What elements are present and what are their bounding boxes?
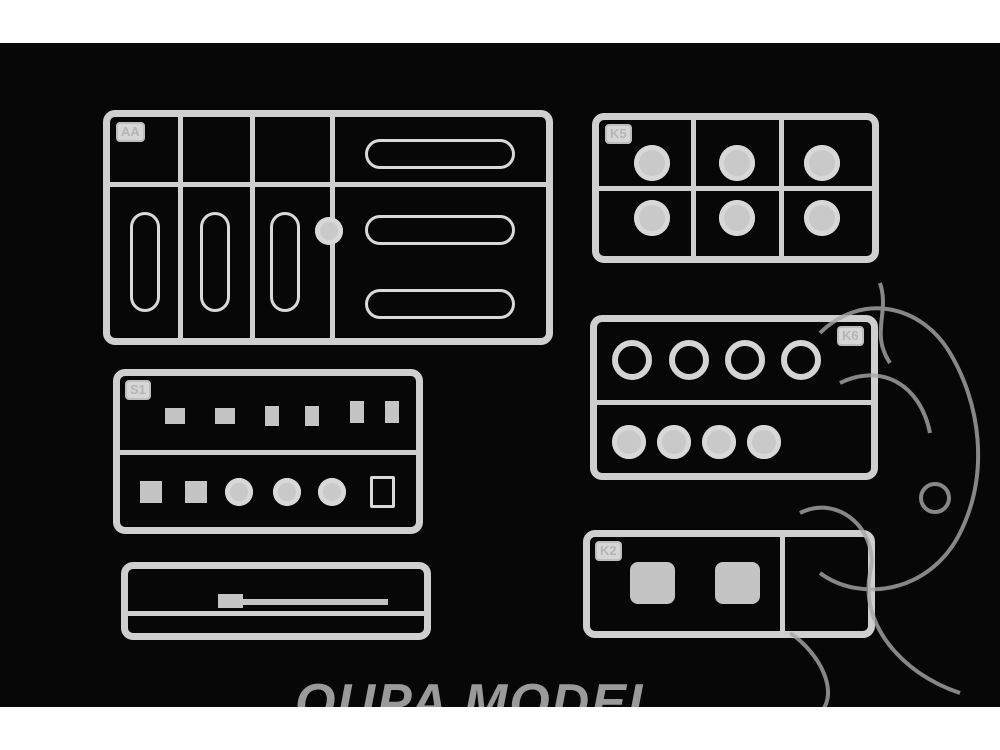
- machine-gun-stock-part: [218, 594, 243, 608]
- hub-part: [318, 478, 346, 506]
- track-link-part: [200, 212, 230, 312]
- sprue-label: S1: [125, 380, 151, 400]
- wheel-part: [719, 200, 755, 236]
- sprue-runner: [250, 117, 255, 338]
- watermark-text: OUPA MODEL: [295, 674, 662, 707]
- sprue-runner: [597, 400, 871, 405]
- turret-part: [630, 562, 675, 604]
- wheel-part: [804, 200, 840, 236]
- wheel-part: [804, 145, 840, 181]
- sprue-runner: [779, 120, 784, 256]
- track-link-part: [130, 212, 160, 312]
- bucket-part: [185, 481, 207, 503]
- wheel-part: [634, 200, 670, 236]
- photo-area: AA K5 K6: [0, 43, 1000, 707]
- wheel-part: [719, 145, 755, 181]
- ring-part: [725, 340, 765, 380]
- bracket-part: [305, 406, 319, 426]
- wheel-part: [634, 145, 670, 181]
- hub-part: [225, 478, 253, 506]
- turret-part: [715, 562, 760, 604]
- sprue-runner: [178, 117, 183, 338]
- sprue-machine-gun: [121, 562, 431, 640]
- hub-part: [315, 217, 343, 245]
- sprue-runner: [691, 120, 696, 256]
- track-link-part: [365, 139, 515, 169]
- machine-gun-part: [218, 599, 388, 605]
- hub-part: [273, 478, 301, 506]
- dragon-watermark-logo: [788, 282, 981, 707]
- bucket-part: [140, 481, 162, 503]
- track-link-part: [365, 215, 515, 245]
- wheel-part: [612, 425, 646, 459]
- ring-part: [612, 340, 652, 380]
- bracket-part: [215, 408, 235, 424]
- sprue-s1: S1: [113, 369, 423, 534]
- sprue-k2: K2: [583, 530, 875, 638]
- frame-part: [370, 476, 395, 508]
- sprue-k5: K5: [592, 113, 879, 263]
- sprue-runner: [780, 537, 785, 631]
- bracket-part: [265, 406, 279, 426]
- track-link-part: [270, 212, 300, 312]
- sprue-runner: [599, 186, 872, 191]
- sprue-label: K5: [605, 124, 632, 144]
- bracket-part: [350, 401, 364, 423]
- sprue-label: K6: [837, 326, 864, 346]
- sprue-k6: K6: [590, 315, 878, 480]
- wheel-part: [747, 425, 781, 459]
- sprue-aa: AA: [103, 110, 553, 345]
- sprue-runner: [110, 182, 546, 187]
- track-link-part: [365, 289, 515, 319]
- sprue-label: K2: [595, 541, 622, 561]
- sprue-runner: [128, 611, 424, 616]
- bracket-part: [165, 408, 185, 424]
- bracket-part: [385, 401, 399, 423]
- sprue-label: AA: [116, 122, 145, 142]
- ring-part: [781, 340, 821, 380]
- ring-part: [669, 340, 709, 380]
- wheel-part: [657, 425, 691, 459]
- sprue-runner: [120, 450, 416, 455]
- wheel-part: [702, 425, 736, 459]
